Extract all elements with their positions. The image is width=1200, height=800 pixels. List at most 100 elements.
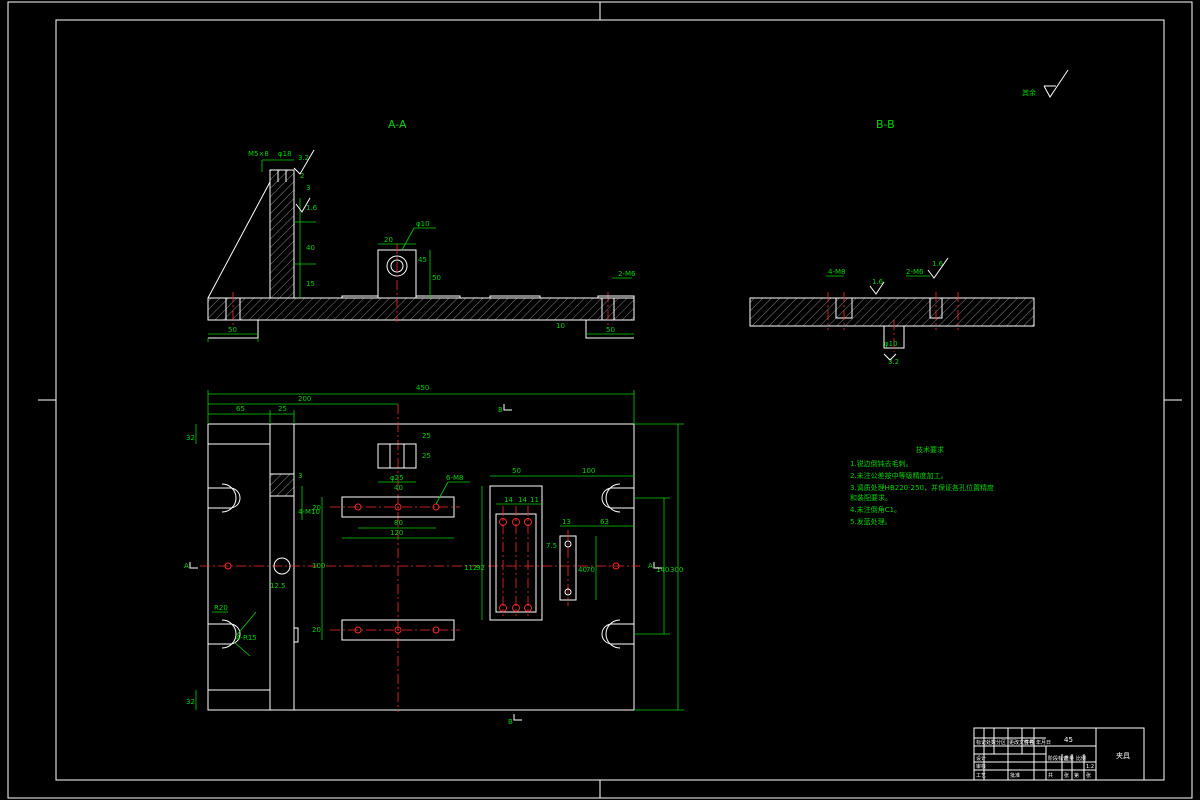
- title-cell-change: 更改文件号: [1009, 739, 1034, 746]
- outer-border: [7, 1, 1193, 799]
- plan-dim-70: 70: [586, 566, 595, 574]
- title-cell-design: 设计: [976, 755, 986, 762]
- plan-dim-80: 80: [394, 519, 403, 527]
- aa-dim-m5: M5×8: [248, 150, 269, 158]
- aa-dim-50: 50: [432, 274, 441, 282]
- plan-dim-25c: 25: [422, 452, 431, 460]
- plan-dim-25b: 25: [422, 432, 431, 440]
- aa-dim-right-50: 50: [606, 326, 615, 334]
- plan-dim-92: 92: [476, 564, 485, 572]
- plan-label-a-right: A: [648, 562, 653, 570]
- title-cell-sheet2: 张: [1086, 772, 1091, 779]
- title-drawing-name: 夹具: [1116, 751, 1130, 760]
- plan-dim-14a: 14: [504, 496, 513, 504]
- plan-dim-50: 50: [512, 467, 521, 475]
- technical-notes: 技术要求 1.锐边倒钝去毛刺。 2.未注公差按中等级精度加工。 3.调质处理HB…: [850, 445, 994, 526]
- plan-dim-3: 3: [298, 472, 302, 480]
- aa-dim-15: 15: [306, 280, 315, 288]
- plan-dim-32-bottom: 32: [186, 698, 195, 706]
- plan-dim-11: 11: [530, 496, 539, 504]
- plan-dim-450: 450: [416, 384, 429, 392]
- bb-dim-phi10: φ10: [884, 340, 898, 348]
- bb-dim-1-6b: 1.6: [932, 260, 944, 268]
- title-cell-sheet: 张: [1064, 772, 1069, 779]
- title-cell-total: 共: [1048, 772, 1053, 779]
- aa-dim-40: 40: [306, 244, 315, 252]
- aa-dim-3: 3: [306, 184, 310, 192]
- aa-dim-1-6: 1.6: [306, 204, 318, 212]
- title-cell-review: 审核: [976, 763, 986, 770]
- aa-base-plate: [207, 297, 635, 321]
- aa-dim-left-50: 50: [228, 326, 237, 334]
- plan-base-outline: [207, 423, 635, 711]
- tech-note-2: 2.未注公差按中等级精度加工。: [850, 471, 948, 480]
- bb-dim-2m6: 2-M6: [906, 268, 924, 276]
- tech-note-1: 1.锐边倒钝去毛刺。: [850, 459, 913, 468]
- title-cell-weight: 重量: [1064, 755, 1074, 762]
- tech-note-4: 4.未注倒角C1。: [850, 505, 901, 514]
- plan-dim-40: 40: [394, 484, 403, 492]
- plan-dim-40b: 40: [578, 566, 587, 574]
- aa-dim-45: 45: [418, 256, 427, 264]
- plan-dim-r20: R20: [214, 604, 228, 612]
- plan-dim-14b: 14: [518, 496, 527, 504]
- title-material: 45: [1064, 736, 1073, 744]
- plan-label-b-bottom: B: [508, 718, 513, 726]
- tech-note-3b: 和装配要求。: [850, 493, 892, 502]
- title-cell-stage: 阶段标记: [1048, 755, 1068, 762]
- plan-dim-12-5: 12.5: [270, 582, 286, 590]
- plan-dim-300: 300: [670, 566, 683, 574]
- plan-label-a-left: A: [184, 562, 189, 570]
- plan-dim-100: 100: [312, 562, 325, 570]
- title-cell-scale: 比例: [1076, 755, 1086, 762]
- plan-dim-6m8: 6-M8: [446, 474, 463, 482]
- plan-dim-phi25: φ25: [390, 474, 404, 482]
- aa-dim-20: 20: [384, 236, 393, 244]
- bb-dim-1-6: 1.6: [872, 278, 884, 286]
- bb-dim-3-2: 3.2: [888, 358, 899, 366]
- plan-dim-20b: 20: [312, 626, 321, 634]
- plan-dim-20a: 20: [312, 504, 321, 512]
- aa-dim-base: 10: [556, 322, 565, 330]
- tech-note-3: 3.调质处理HB220-250，并保证各孔位置精度: [850, 483, 994, 492]
- plan-dim-120: 120: [390, 529, 403, 537]
- plan-dim-200: 200: [298, 395, 311, 403]
- plan-dim-25: 25: [278, 405, 287, 413]
- plan-label-b-top: B: [498, 406, 503, 414]
- title-cell-sign: 签名: [1024, 739, 1034, 746]
- aa-dim-phi10: φ10: [416, 220, 430, 228]
- roughness-symbol-icon: [1043, 69, 1069, 98]
- plan-dim-100b: 100: [582, 467, 595, 475]
- title-cell-approve: 批准: [1010, 772, 1020, 779]
- aa-vertical-post: [269, 169, 295, 299]
- title-cell-count: 处数: [986, 739, 996, 746]
- plan-dim-7-5: 7.5: [546, 542, 557, 550]
- section-aa-view: 50 50 10 3 1.6 40 15 M5×8 φ18 3.2 2 20 φ…: [207, 149, 636, 342]
- title-cell-no: 第: [1074, 772, 1079, 779]
- inner-border: [55, 19, 1165, 781]
- plan-dim-4r15: 4-R15: [236, 634, 257, 642]
- title-cell-zone: 分区: [996, 739, 1006, 746]
- tech-note-5: 5.发蓝处理。: [850, 517, 892, 526]
- plan-dim-140: 140: [656, 566, 669, 574]
- aa-dim-2m6: 2-M6: [618, 270, 636, 278]
- aa-dim-3-2: 3.2: [298, 154, 309, 162]
- title-cell-process: 工艺: [976, 773, 986, 779]
- aa-dim-2: 2: [300, 172, 304, 180]
- aa-dim-phi18: φ18: [278, 150, 292, 158]
- title-cell-ratio: 1:2: [1086, 764, 1094, 770]
- tech-notes-title: 技术要求: [916, 445, 944, 454]
- bb-plate: [749, 297, 1035, 327]
- title-cell-date: 年月日: [1036, 739, 1051, 746]
- title-block: 45 夹具 阶段标记 重量 比例 1:2 标记 处数 分区 更改文件号 签名 年…: [973, 727, 1145, 781]
- title-cell-mark: 标记: [976, 739, 986, 746]
- section-bb-title: B-B: [876, 118, 895, 131]
- bb-dim-4m8: 4-M8: [828, 268, 845, 276]
- plan-dim-112: 112: [464, 564, 477, 572]
- plan-dim-63: 63: [600, 518, 609, 526]
- plan-dim-65: 65: [236, 405, 245, 413]
- section-bb-view: 4-M8 1.6 2-M6 1.6 φ10 3.2: [749, 257, 1035, 366]
- plan-view: 450 200 65 25 32 32 3 4-M10 20 100 20 80…: [184, 384, 684, 726]
